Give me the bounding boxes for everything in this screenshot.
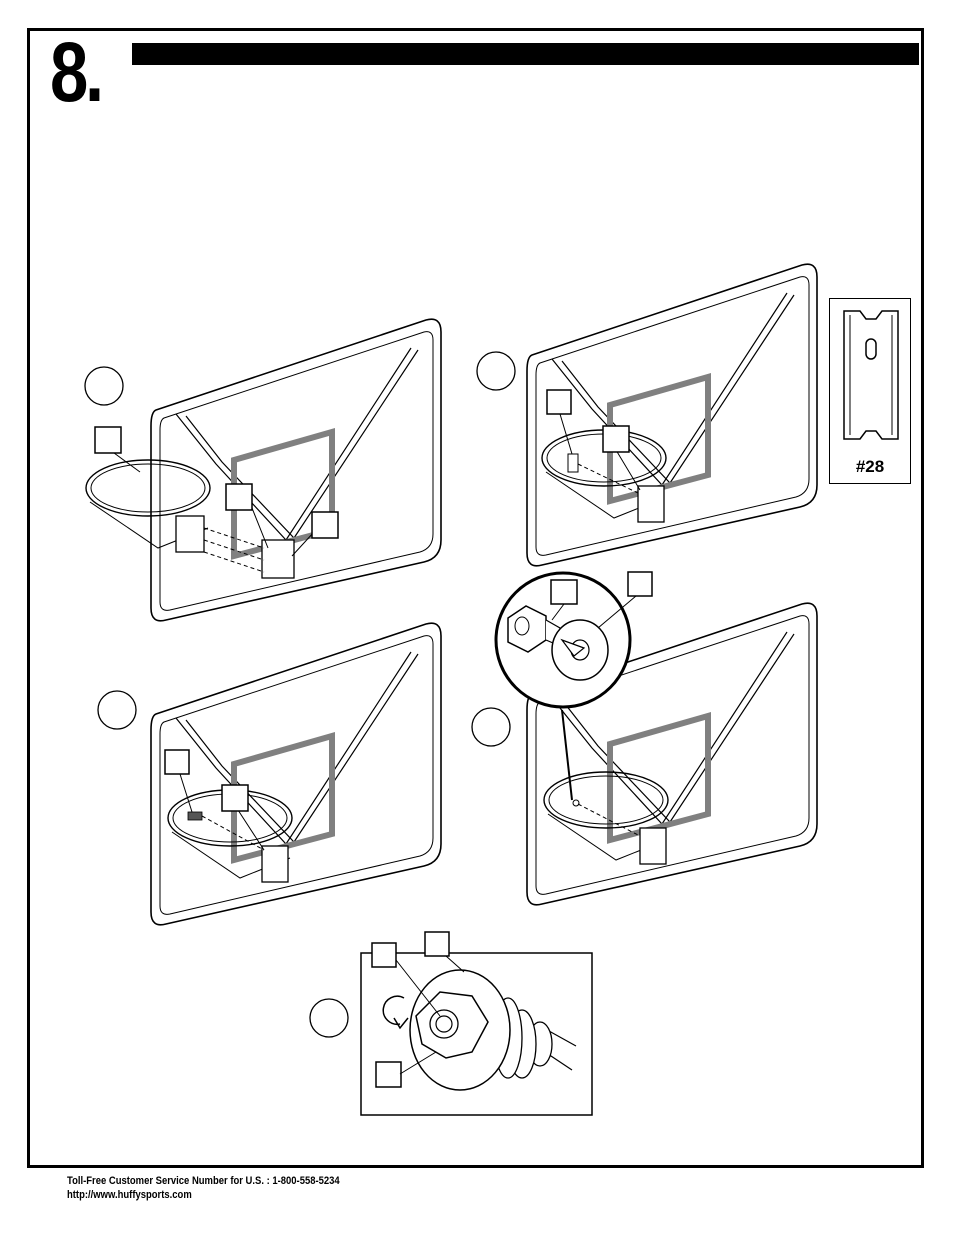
step-number: 8.: [50, 25, 104, 119]
customer-service-phone: Toll-Free Customer Service Number for U.…: [67, 1175, 340, 1187]
part-callout-box: [375, 1061, 402, 1088]
page-frame: [27, 28, 924, 1168]
bracket-part-icon: [843, 310, 899, 440]
board-illustration-d: [471, 571, 817, 905]
step-marker-e: [309, 998, 349, 1038]
part-callout-box: [164, 749, 190, 775]
part-callout-box: [627, 571, 653, 597]
board-illustration-b: [476, 264, 817, 566]
part-callout-box: [221, 784, 249, 812]
part-callout-box: [546, 389, 572, 415]
step-marker-d: [471, 707, 511, 747]
part-callout-box: [311, 511, 339, 539]
rotate-arrow-icon: [382, 995, 405, 1026]
website-link[interactable]: http://www.huffysports.com: [67, 1189, 192, 1201]
part-number-label: #28: [855, 457, 885, 476]
part-reference-card: #28: [829, 298, 911, 484]
part-callout-box: [550, 579, 578, 605]
footer: Toll-Free Customer Service Number for U.…: [67, 1174, 340, 1202]
step-marker-a: [84, 366, 124, 406]
part-callout-box: [94, 426, 122, 454]
part-callout-box: [424, 931, 450, 957]
board-illustration-c: [97, 623, 441, 925]
board-illustration-a: [84, 319, 441, 621]
step-title-bar: [132, 43, 919, 65]
step-marker-c: [97, 690, 137, 730]
part-callout-box: [602, 425, 630, 453]
part-callout-box: [371, 942, 397, 968]
part-callout-box: [225, 483, 253, 511]
tighten-nut-detail: [309, 931, 593, 1116]
step-marker-b: [476, 351, 516, 391]
